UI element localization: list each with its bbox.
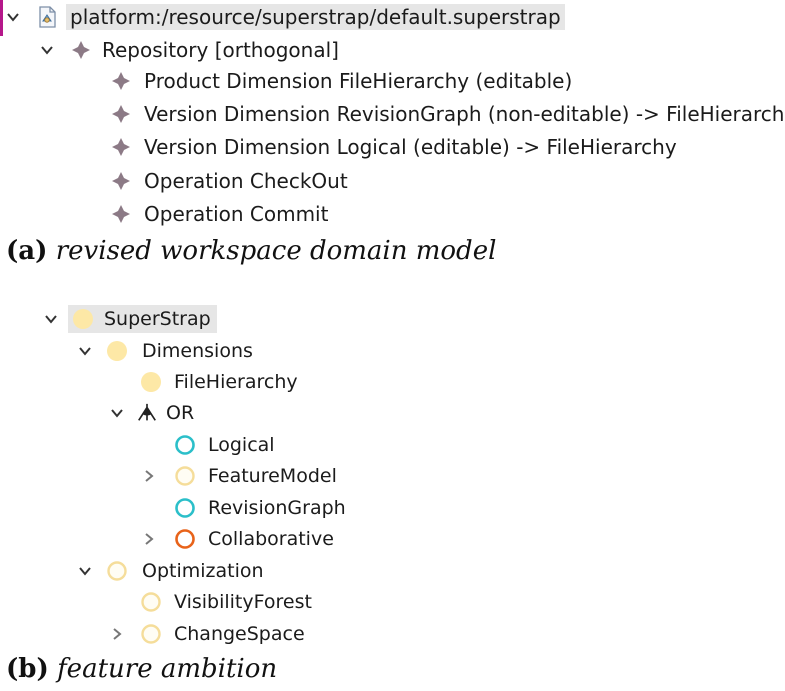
tree-row-filehierarchy[interactable]: FileHierarchy [140, 367, 298, 397]
caption-letter: (a) [6, 236, 48, 266]
tree-row-operation-checkout[interactable]: Operation CheckOut [110, 166, 348, 196]
feature-circle-filled-icon [140, 371, 162, 393]
chevron-right-icon[interactable] [140, 530, 158, 548]
tree-item-label[interactable]: VisibilityForest [174, 591, 312, 613]
tree-item-label[interactable]: Product Dimension FileHierarchy (editabl… [144, 69, 573, 93]
feature-circle-filled-icon [72, 308, 94, 330]
tree-item-label[interactable]: Version Dimension RevisionGraph (non-edi… [144, 102, 785, 126]
tree-item-label[interactable]: ChangeSpace [174, 623, 305, 645]
tree-item-label[interactable]: OR [166, 402, 195, 424]
tree-item-label[interactable]: Version Dimension Logical (editable) -> … [144, 135, 677, 159]
caption-b: (b) feature ambition [6, 654, 277, 684]
diamond-icon [70, 39, 92, 61]
tree-item-label[interactable]: SuperStrap [104, 308, 211, 330]
tree-row-changespace[interactable]: ChangeSpace [108, 619, 305, 649]
feature-circle-outline-icon [140, 591, 162, 613]
tree-item-label[interactable]: Dimensions [142, 340, 253, 362]
feature-circle-outline-icon [140, 623, 162, 645]
chevron-down-icon[interactable] [38, 41, 56, 59]
feature-circle-outline-icon [106, 560, 128, 582]
tree-row-repository[interactable]: Repository [orthogonal] [38, 35, 339, 65]
tree-item-label[interactable]: FeatureModel [208, 465, 337, 487]
chevron-right-icon[interactable] [140, 467, 158, 485]
tree-item-label[interactable]: Collaborative [208, 528, 334, 550]
tree-item-label[interactable]: Repository [orthogonal] [102, 38, 339, 62]
tree-item-label[interactable]: RevisionGraph [208, 497, 346, 519]
tree-row-root[interactable]: platform:/resource/superstrap/default.su… [4, 2, 565, 32]
feature-circle-filled-icon [106, 340, 128, 362]
chevron-down-icon[interactable] [108, 404, 126, 422]
caption-letter: (b) [6, 654, 49, 684]
chevron-down-icon[interactable] [42, 310, 60, 328]
tree-row-superstrap[interactable]: SuperStrap [42, 304, 217, 334]
tree-item-label[interactable]: Operation CheckOut [144, 169, 348, 193]
resource-file-icon [36, 6, 58, 28]
caption-text: feature ambition [57, 654, 278, 684]
diamond-icon [110, 136, 132, 158]
diamond-icon [110, 103, 132, 125]
chevron-right-icon[interactable] [108, 625, 126, 643]
selected-item[interactable]: SuperStrap [68, 305, 217, 333]
tree-row-visibilityforest[interactable]: VisibilityForest [140, 587, 312, 617]
left-edge-marker [0, 0, 3, 36]
feature-circle-outline-icon [174, 465, 196, 487]
chevron-down-icon[interactable] [76, 562, 94, 580]
tree-item-label[interactable]: Logical [208, 434, 275, 456]
tree-row-or[interactable]: OR [108, 398, 194, 428]
tree-row-revisiongraph[interactable]: RevisionGraph [174, 493, 346, 523]
feature-circle-teal-icon [174, 434, 196, 456]
diamond-icon [110, 203, 132, 225]
diamond-icon [110, 170, 132, 192]
tree-row-featuremodel[interactable]: FeatureModel [140, 461, 337, 491]
diamond-icon [110, 70, 132, 92]
tree-item-label[interactable]: platform:/resource/superstrap/default.su… [66, 4, 565, 30]
tree-row-product-dimension[interactable]: Product Dimension FileHierarchy (editabl… [110, 66, 572, 96]
or-group-icon [136, 402, 158, 424]
chevron-down-icon[interactable] [4, 8, 22, 26]
tree-row-collaborative[interactable]: Collaborative [140, 524, 334, 554]
tree-item-label[interactable]: FileHierarchy [174, 371, 298, 393]
caption-text: revised workspace domain model [55, 236, 497, 266]
tree-row-version-logical[interactable]: Version Dimension Logical (editable) -> … [110, 132, 677, 162]
tree-row-dimensions[interactable]: Dimensions [76, 336, 253, 366]
tree-row-optimization[interactable]: Optimization [76, 556, 264, 586]
tree-row-logical[interactable]: Logical [174, 430, 275, 460]
feature-circle-orange-icon [174, 528, 196, 550]
chevron-down-icon[interactable] [76, 342, 94, 360]
caption-a: (a) revised workspace domain model [6, 236, 496, 266]
tree-item-label[interactable]: Optimization [142, 560, 264, 582]
tree-item-label[interactable]: Operation Commit [144, 202, 329, 226]
feature-circle-teal-icon [174, 497, 196, 519]
tree-row-version-revisiongraph[interactable]: Version Dimension RevisionGraph (non-edi… [110, 99, 785, 129]
tree-row-operation-commit[interactable]: Operation Commit [110, 199, 328, 229]
